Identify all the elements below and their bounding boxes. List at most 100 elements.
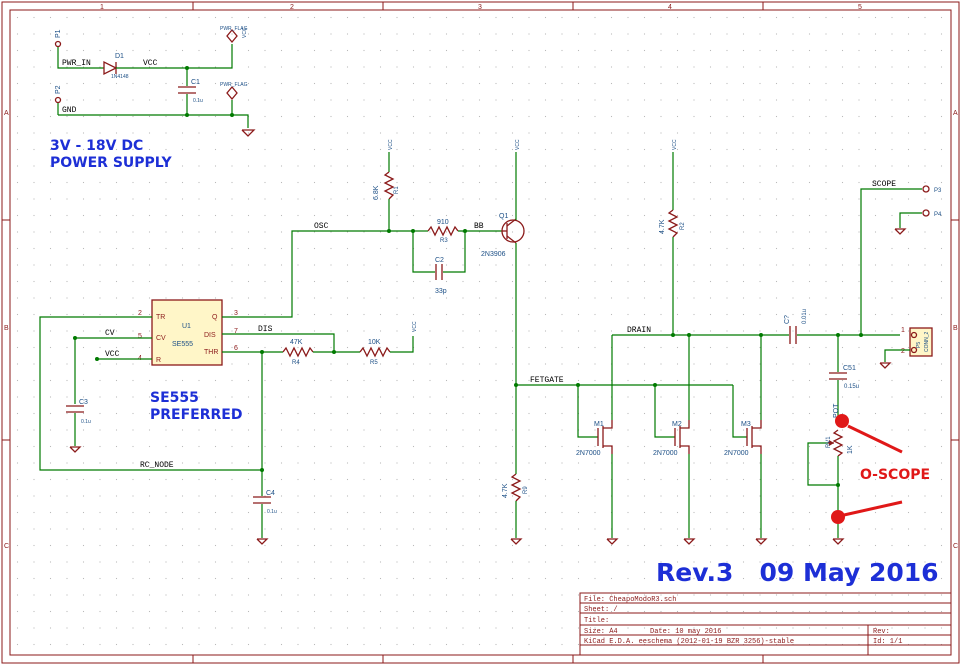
r1-value: 6.8K bbox=[373, 185, 380, 200]
m2-value: 2N7000 bbox=[653, 450, 678, 457]
p4-ref: P4 bbox=[934, 212, 942, 218]
r4-value: 47K bbox=[290, 339, 303, 346]
c1-value: 0.1u bbox=[193, 98, 203, 104]
m2-ref: M2 bbox=[672, 421, 682, 428]
r1-ref: R1 bbox=[394, 186, 400, 194]
r2-vcc: VCC bbox=[672, 139, 678, 150]
power-supply-label-2: POWER SUPPLY bbox=[50, 155, 173, 171]
vcc-small: VCC bbox=[242, 27, 248, 38]
m1-ref: M1 bbox=[594, 421, 604, 428]
c4-value: 0.1u bbox=[267, 509, 277, 515]
pin-num-3: 3 bbox=[234, 310, 238, 317]
c2-value: 33p bbox=[435, 288, 447, 295]
col-label-4: 4 bbox=[668, 4, 672, 11]
c-out-value: 0.01u bbox=[802, 309, 808, 324]
p5-pin2: 2 bbox=[901, 348, 905, 355]
power-supply-label-1: 3V - 18V DC bbox=[50, 138, 143, 154]
pin-cv: CV bbox=[156, 335, 166, 342]
row-label-b-right: B bbox=[953, 325, 958, 332]
tb-date: Date: 10 may 2016 bbox=[650, 628, 721, 636]
c3-ref: C3 bbox=[79, 399, 88, 406]
pwr-flag-2: PWR_FLAG bbox=[220, 82, 248, 88]
row-label-a-right: A bbox=[953, 110, 958, 117]
mosfet-section: M1 2N7000 M2 2N7000 M3 2N7000 bbox=[576, 335, 768, 545]
r3-value: 910 bbox=[437, 219, 449, 226]
m3-value: 2N7000 bbox=[724, 450, 749, 457]
c1-ref: C1 bbox=[191, 79, 200, 86]
m3-ref: M3 bbox=[741, 421, 751, 428]
net-fetgate: FETGATE bbox=[530, 376, 564, 385]
r9-value: 4.7K bbox=[502, 483, 509, 498]
net-vcc: VCC bbox=[143, 59, 158, 68]
p2-ref: P2 bbox=[55, 85, 62, 94]
col-label-3: 3 bbox=[478, 4, 482, 11]
pin-num-7: 7 bbox=[234, 328, 238, 335]
m1-value: 2N7000 bbox=[576, 450, 601, 457]
c51-ref: C51 bbox=[843, 365, 856, 372]
tb-title: Title: bbox=[584, 617, 609, 625]
col-label-1: 1 bbox=[100, 4, 104, 11]
oscope-label: O-SCOPE bbox=[860, 467, 930, 483]
r2-ref: R2 bbox=[680, 222, 686, 230]
c-out-ref: C? bbox=[784, 315, 791, 324]
row-label-b: B bbox=[4, 325, 9, 332]
oscope-annotation: O-SCOPE bbox=[831, 414, 930, 524]
p3-ref: P3 bbox=[934, 188, 942, 194]
c2-ref: C2 bbox=[435, 257, 444, 264]
timer-section: U1 SE555 TR CV R Q DIS THR 2 5 4 3 7 6 R… bbox=[39, 222, 418, 545]
c3-value: 0.1u bbox=[81, 419, 91, 425]
se555-note-1: SE555 bbox=[150, 390, 199, 406]
d1-value: 1N4148 bbox=[111, 74, 129, 80]
pin-dis: DIS bbox=[204, 332, 216, 339]
r3-ref: R3 bbox=[440, 238, 448, 244]
r2-value: 4.7K bbox=[659, 219, 666, 234]
net-scope: SCOPE bbox=[872, 180, 896, 189]
r9-ref: R9 bbox=[523, 486, 529, 494]
col-label-2: 2 bbox=[290, 4, 294, 11]
power-supply-section: P1 P2 PWR_IN D1 1N4148 VCC C1 0.1u PWR_F… bbox=[50, 26, 256, 171]
se555-note-2: PREFERRED bbox=[150, 407, 242, 423]
pin-num-5: 5 bbox=[138, 333, 142, 340]
u1-chip bbox=[151, 299, 223, 366]
r5-ref: R5 bbox=[370, 360, 378, 366]
p5-ref: P5 bbox=[916, 342, 922, 348]
net-vcc-reset: VCC bbox=[105, 350, 120, 359]
tb-sheet: Sheet: / bbox=[584, 606, 618, 614]
driver-section: VCC 6.8K R1 C2 33p 910 R3 BB Q1 2N3906 V… bbox=[373, 139, 733, 545]
pot-label: POT bbox=[833, 403, 840, 418]
net-drain: DRAIN bbox=[627, 326, 651, 335]
row-label-c-right: C bbox=[953, 543, 958, 550]
c4-ref: C4 bbox=[266, 490, 275, 497]
r4-ref: R4 bbox=[292, 360, 300, 366]
pin-num-2: 2 bbox=[138, 310, 142, 317]
net-pwr-in: PWR_IN bbox=[62, 59, 91, 68]
pin-tr: TR bbox=[156, 314, 165, 321]
net-gnd: GND bbox=[62, 106, 77, 115]
tb-rev: Rev: bbox=[873, 628, 890, 636]
net-rc-node: RC_NODE bbox=[140, 461, 174, 470]
col-label-5: 5 bbox=[858, 4, 862, 11]
rv1-ref: RV1 bbox=[826, 436, 832, 448]
u1-ref: U1 bbox=[182, 323, 191, 330]
tb-id: Id: 1/1 bbox=[873, 638, 902, 646]
tb-file: File: CheapoModoR3.sch bbox=[584, 596, 676, 604]
c51-value: 0.15u bbox=[844, 384, 859, 390]
r5-value: 10K bbox=[368, 339, 381, 346]
net-bb: BB bbox=[474, 222, 484, 231]
q1-vcc: VCC bbox=[515, 139, 521, 150]
p1-ref: P1 bbox=[55, 29, 62, 38]
pin-r: R bbox=[156, 357, 161, 364]
net-osc: OSC bbox=[314, 222, 329, 231]
pin-num-6: 6 bbox=[234, 345, 238, 352]
r1-vcc: VCC bbox=[388, 139, 394, 150]
title-block: File: CheapoModoR3.sch Sheet: / Title: S… bbox=[579, 592, 952, 656]
tb-size: Size: A4 bbox=[584, 628, 618, 636]
p5-value: CONN_2 bbox=[924, 331, 930, 352]
rv1-value: 1K bbox=[847, 445, 854, 454]
net-dis: DIS bbox=[258, 325, 273, 334]
tb-kicad: KiCad E.D.A. eeschema (2012-01-19 BZR 32… bbox=[584, 638, 794, 646]
p5-pin1: 1 bbox=[901, 327, 905, 334]
pwr-flag-1: PWR_FLAG bbox=[220, 26, 248, 32]
